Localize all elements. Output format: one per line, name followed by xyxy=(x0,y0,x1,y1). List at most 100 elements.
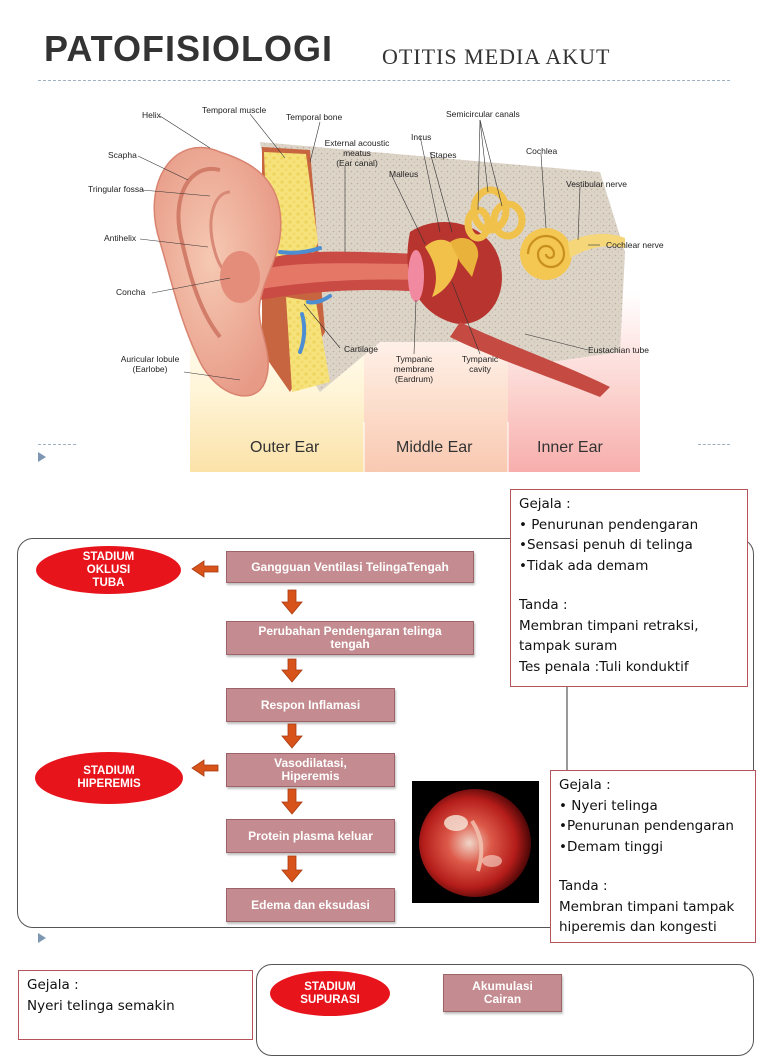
flow-step-vasodilatasi-line1: Vasodilatasi, xyxy=(274,756,347,770)
flow-step-akumulasi-line2: Cairan xyxy=(483,992,522,1006)
bullet-triangle-icon xyxy=(38,933,46,943)
note-spacer xyxy=(519,576,739,595)
flow-step-pendengaran-line1: Perubahan Pendengaran telinga xyxy=(258,624,442,638)
stage-supurasi-line1: STADIUM xyxy=(304,980,356,993)
note-spacer xyxy=(559,857,747,876)
arrow-down-icon xyxy=(281,788,303,815)
zone-label-outer: Outer Ear xyxy=(250,439,320,456)
flow-step-edema-text: Edema dan eksudasi xyxy=(251,897,370,912)
flow-step-akumulasi-line1: Akumulasi xyxy=(472,979,533,993)
stage-hiperemis-line2: HIPEREMIS xyxy=(77,778,141,790)
label-semicircular-canals: Semicircular canals xyxy=(446,109,520,119)
flow-step-protein-text: Protein plasma keluar xyxy=(248,828,373,843)
eardrum-photo-image xyxy=(419,789,531,897)
note-supurasi-gejala-title: Gejala : xyxy=(27,977,79,993)
label-triangular-fossa: Tringular fossa xyxy=(88,184,144,194)
note-oklusi-tanda-item: Tes penala :Tuli konduktif xyxy=(519,658,689,675)
stage-oklusi-line3: TUBA xyxy=(92,576,125,589)
stage-hiperemis-line1: STADIUM xyxy=(83,765,135,777)
note-hiperemis-tanda-item: hiperemis dan kongesti xyxy=(559,919,717,935)
label-scapha: Scapha xyxy=(108,150,137,160)
note-hiperemis: Gejala : • Nyeri telinga •Penurunan pend… xyxy=(550,770,756,943)
zone-label-middle: Middle Ear xyxy=(396,439,473,456)
stage-supurasi-line2: SUPURASI xyxy=(300,993,360,1006)
label-helix: Helix xyxy=(142,110,161,120)
flow-step-inflamasi-text: Respon Inflamasi xyxy=(260,697,361,712)
label-malleus: Malleus xyxy=(389,169,419,179)
label-incus: Incus xyxy=(411,132,432,142)
arrow-down-icon xyxy=(281,723,303,749)
title-divider xyxy=(38,80,730,81)
flow-step-inflamasi: Respon Inflamasi xyxy=(226,688,395,722)
note-hiperemis-tanda-item: Membran timpani tampak xyxy=(559,898,735,915)
label-tympanic-cavity-line1: Tympanic xyxy=(461,354,499,364)
label-external-meatus: External acoustic meatus (Ear canal) xyxy=(322,138,392,168)
flow-step-pendengaran-line2: tengah xyxy=(330,637,370,651)
label-vestibular-nerve: Vestibular nerve xyxy=(566,179,627,189)
note-hiperemis-gejala-title: Gejala : xyxy=(559,777,611,793)
label-temporal-bone: Temporal bone xyxy=(286,112,343,122)
label-cochlea: Cochlea xyxy=(526,146,558,156)
eardrum-photo xyxy=(412,781,539,903)
note-hiperemis-gejala-item: •Demam tinggi xyxy=(559,838,664,855)
ear-anatomy-illustration xyxy=(137,113,640,472)
label-auricular-lobule: Auricular lobule (Earlobe) xyxy=(112,354,188,374)
arrow-down-icon xyxy=(281,589,303,615)
label-concha: Concha xyxy=(116,287,146,297)
page-subtitle: OTITIS MEDIA AKUT xyxy=(382,44,611,69)
zone-label-inner: Inner Ear xyxy=(537,439,603,456)
label-tympanic-membrane-line1: Tympanic xyxy=(395,354,433,364)
label-tympanic-membrane-line3: (Eardrum) xyxy=(394,374,434,384)
label-cochlear-nerve: Cochlear nerve xyxy=(606,240,664,250)
stage-oklusi-line2: OKLUSI xyxy=(86,563,131,576)
flow-step-vasodilatasi-line2: Hiperemis xyxy=(281,769,340,783)
note-oklusi-gejala-item: • Penurunan pendengaran xyxy=(519,516,699,533)
note-oklusi-gejala-item: •Tidak ada demam xyxy=(519,557,649,574)
note-hiperemis-gejala-item: • Nyeri telinga xyxy=(559,797,658,814)
label-tympanic-membrane-line2: membrane xyxy=(393,364,435,374)
note-oklusi-tanda-item: tampak suram xyxy=(519,638,618,654)
flow-step-protein: Protein plasma keluar xyxy=(226,819,395,853)
arrow-left-icon xyxy=(191,560,219,578)
note-oklusi-tuba: Gejala : • Penurunan pendengaran •Sensas… xyxy=(510,489,748,687)
label-stapes: Stapes xyxy=(430,150,457,160)
flow-step-ventilasi-text: Gangguan Ventilasi TelingaTengah xyxy=(251,559,449,574)
slide-divider-left xyxy=(38,444,76,445)
label-tympanic-membrane: Tympanic membrane (Eardrum) xyxy=(384,354,444,384)
label-auricular-lobule-line1: Auricular lobule xyxy=(120,354,180,364)
flow-step-ventilasi: Gangguan Ventilasi TelingaTengah xyxy=(226,551,474,583)
flow-step-edema: Edema dan eksudasi xyxy=(226,888,395,922)
note-hiperemis-tanda-title: Tanda : xyxy=(559,878,608,894)
bullet-triangle-icon xyxy=(38,452,46,462)
page-title: PATOFISIOLOGI xyxy=(44,28,334,69)
label-auricular-lobule-line2: (Earlobe) xyxy=(132,364,168,374)
note-hiperemis-gejala-item: •Penurunan pendengaran xyxy=(559,818,734,834)
label-tympanic-cavity-line2: cavity xyxy=(469,364,491,374)
note-oklusi-tanda-title: Tanda : xyxy=(519,597,568,613)
label-tympanic-cavity: Tympanic cavity xyxy=(452,354,508,374)
label-external-meatus-line1: External acoustic xyxy=(324,138,390,148)
note-supurasi-item: Nyeri telinga semakin xyxy=(27,997,175,1014)
note-oklusi-tanda-item: Membran timpani retraksi, xyxy=(519,617,699,634)
label-external-meatus-line2: meatus xyxy=(343,148,371,158)
ear-anatomy-diagram: Helix Temporal muscle Temporal bone Exte… xyxy=(80,92,664,472)
note-supurasi: Gejala : Nyeri telinga semakin xyxy=(18,970,253,1040)
arrow-down-icon xyxy=(281,855,303,883)
note-oklusi-gejala-item: •Sensasi penuh di telinga xyxy=(519,537,693,553)
stage-oklusi-line1: STADIUM xyxy=(82,550,135,563)
note-oklusi-gejala-title: Gejala : xyxy=(519,496,571,512)
arrow-down-icon xyxy=(281,658,303,683)
label-cartilage: Cartilage xyxy=(344,344,379,354)
arrow-left-icon xyxy=(191,759,219,777)
slide-divider-right xyxy=(698,444,730,445)
label-external-meatus-line3: (Ear canal) xyxy=(336,158,378,168)
label-antihelix: Antihelix xyxy=(104,233,137,243)
label-eustachian-tube: Eustachian tube xyxy=(588,345,649,355)
flow-step-vasodilatasi: Vasodilatasi,Hiperemis xyxy=(226,753,395,787)
label-temporal-muscle: Temporal muscle xyxy=(202,105,267,115)
